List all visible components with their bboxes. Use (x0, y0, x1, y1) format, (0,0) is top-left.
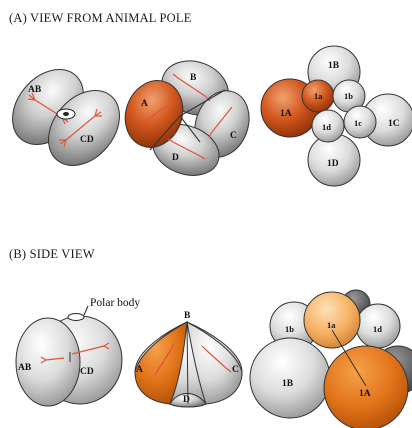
label-cd: CD (80, 135, 94, 145)
polar-body-side (68, 314, 84, 321)
label-c: C (230, 131, 237, 141)
label-1b: 1b (344, 91, 353, 101)
label-a: A (141, 99, 148, 109)
label-cd-side: CD (80, 367, 94, 377)
polar-body-dot (63, 112, 69, 116)
label-c-side: C (232, 365, 239, 375)
label-ab: AB (28, 85, 42, 95)
panel-a-eight-cell: 1B 1a 1b 1A 1d 1c 1C 1D (261, 46, 412, 186)
label-1D: 1D (327, 159, 339, 169)
label-d: D (172, 153, 179, 163)
label-1a-side: 1a (327, 320, 336, 330)
label-b-side: B (184, 311, 191, 321)
label-1d: 1d (322, 122, 331, 132)
panel-a-two-cell: AB CD (0, 56, 134, 180)
cell-1B-side (250, 338, 330, 418)
label-1A-side: 1A (359, 389, 371, 399)
panel-a-caption: (A) VIEW FROM ANIMAL POLE (9, 11, 192, 25)
label-1a: 1a (314, 91, 323, 101)
polar-body-label: Polar body (90, 297, 140, 309)
label-1d-side: 1d (373, 324, 382, 334)
cell-1A-side (324, 346, 408, 428)
polar-body-leader (84, 306, 88, 315)
label-1B-side: 1B (282, 379, 294, 389)
label-b: B (190, 73, 197, 83)
label-1b-side: 1b (285, 324, 294, 334)
panel-b-four-cell: B A C D (135, 311, 242, 407)
panel-b-caption: (B) SIDE VIEW (9, 247, 95, 261)
panel-b-two-cell: Polar body AB CD (16, 297, 140, 406)
label-1C: 1C (388, 119, 400, 129)
panel-b-eight-cell: 1b 1a 1d 1B 1A (250, 290, 412, 428)
label-1c: 1c (354, 118, 362, 128)
panel-a-four-cell: B A C D (116, 52, 258, 184)
label-ab-side: AB (18, 363, 32, 373)
label-1A: 1A (280, 109, 292, 119)
label-a-side: A (136, 365, 143, 375)
label-1B: 1B (328, 61, 340, 71)
label-d-side: D (183, 395, 190, 405)
